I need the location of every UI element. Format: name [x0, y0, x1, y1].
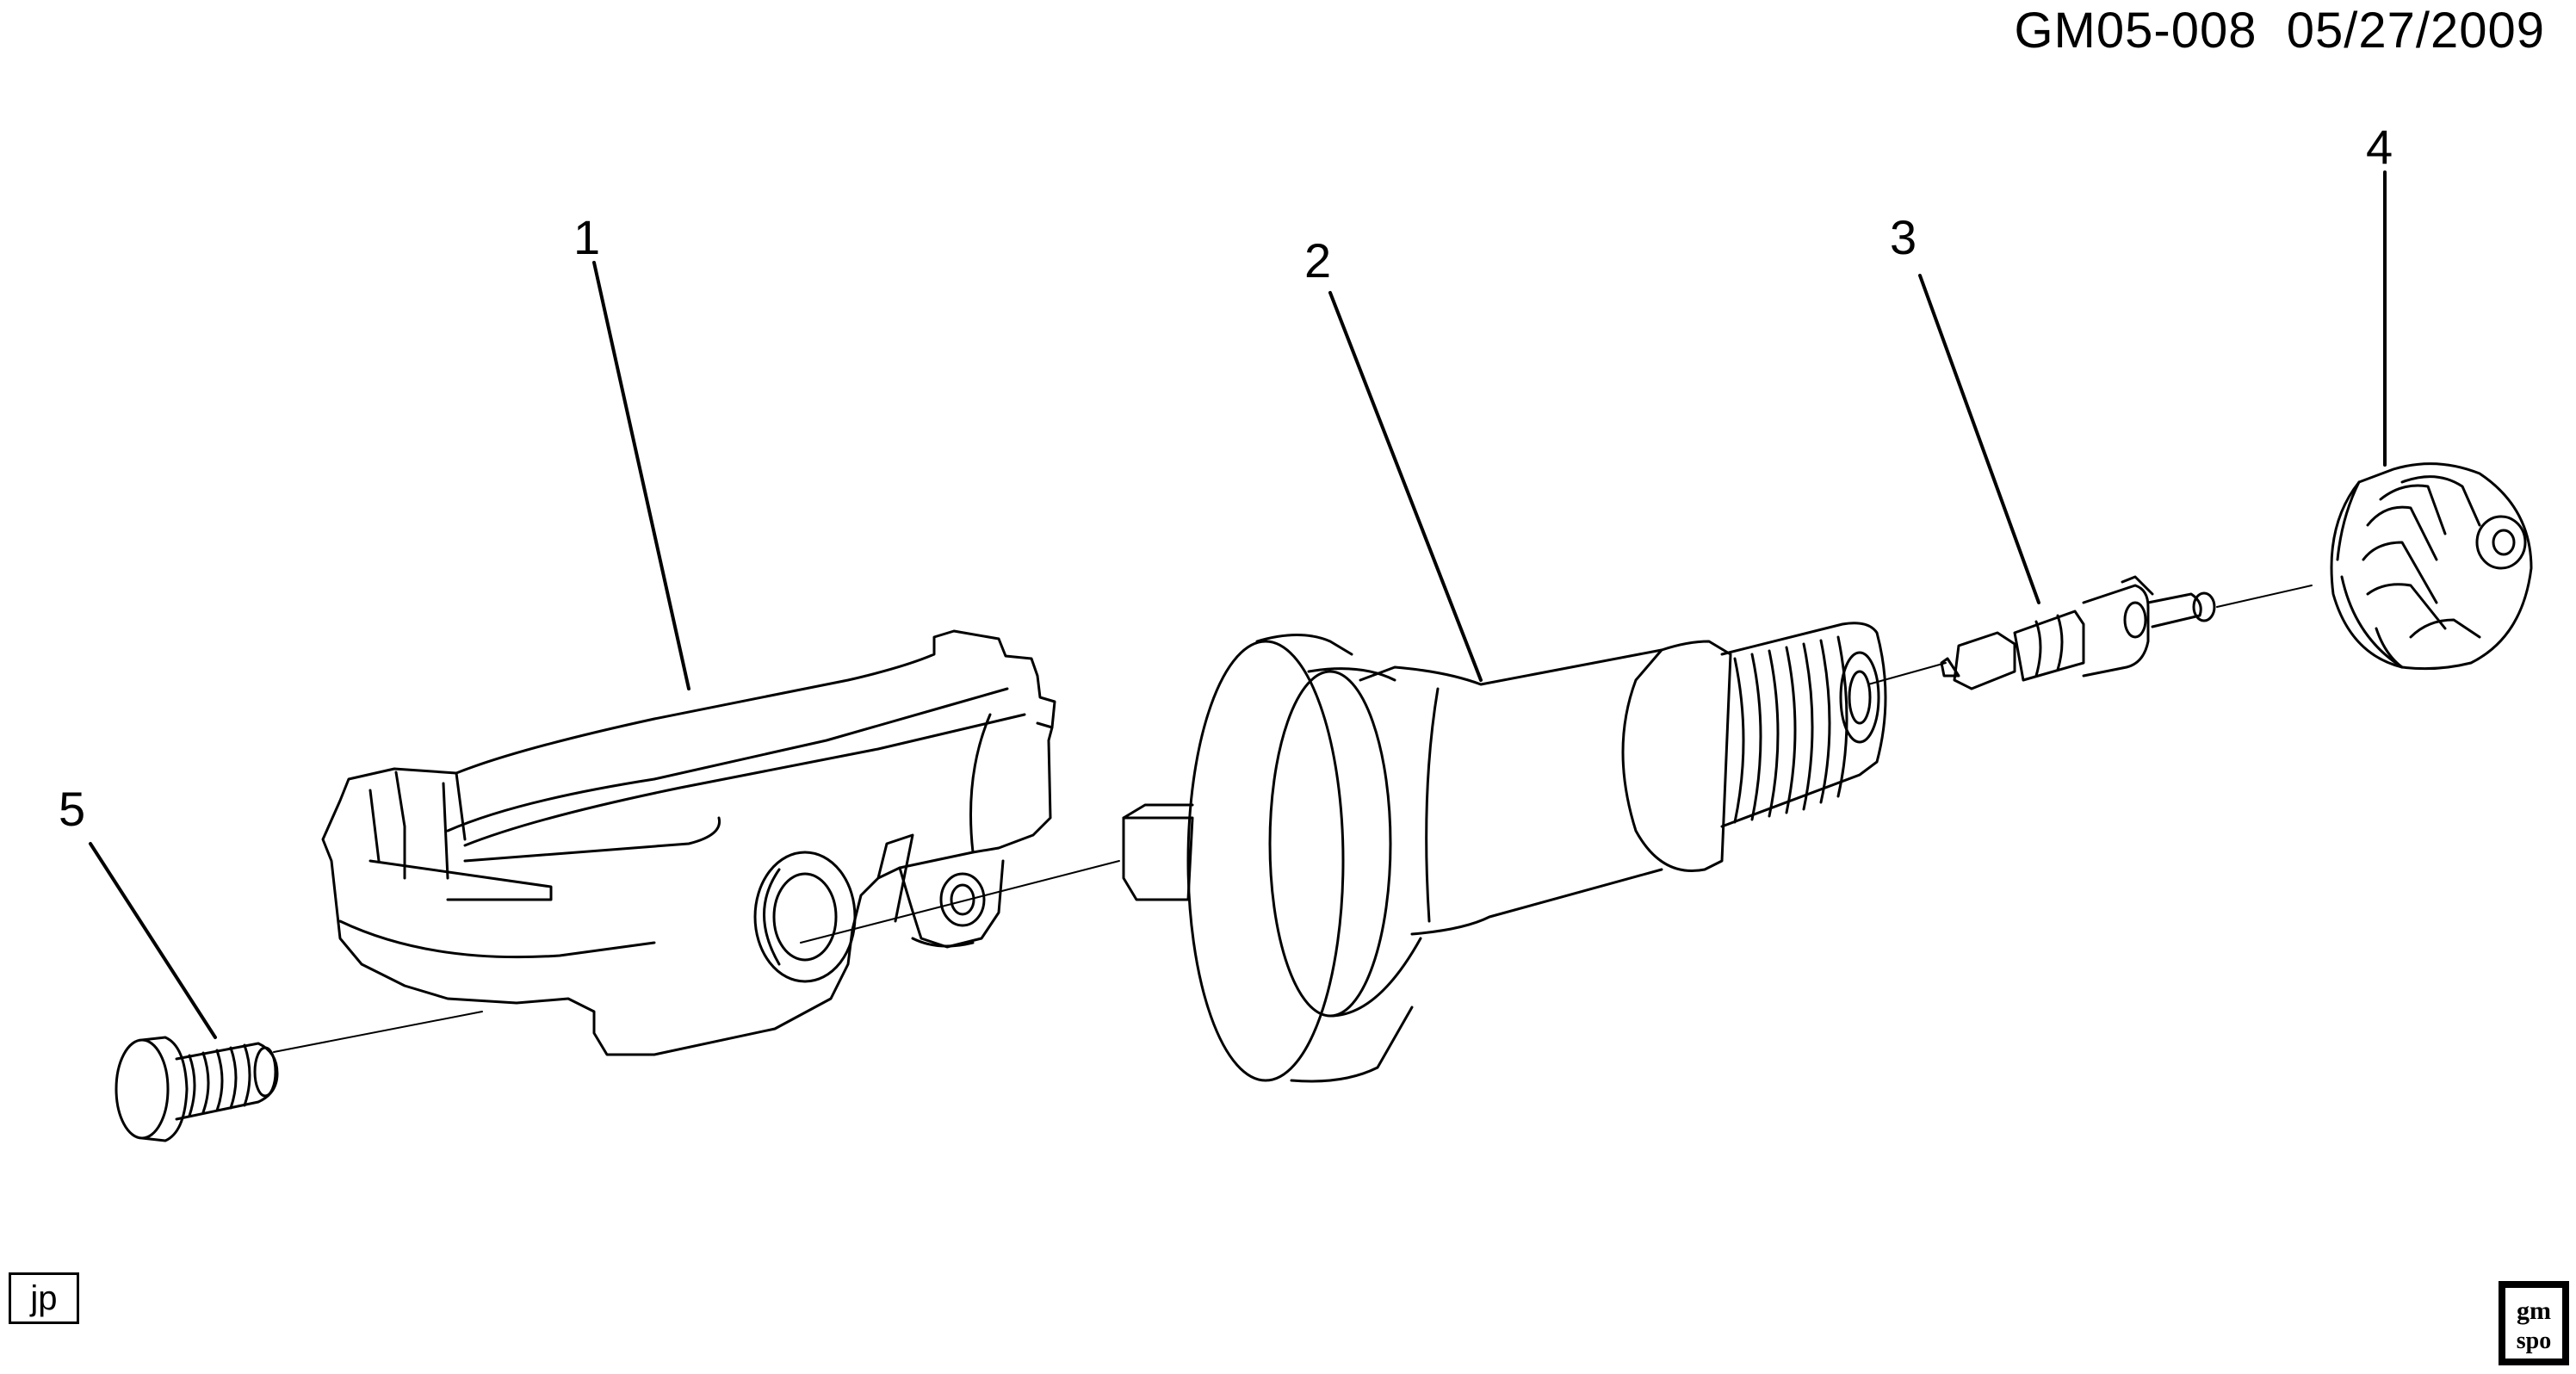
author-initials-box: jp	[9, 1272, 79, 1324]
leader-line-1	[592, 261, 690, 690]
part-3-valve-core	[1940, 575, 2216, 690]
part-4-valve-cap	[2330, 462, 2533, 671]
part-1-sensor-housing	[321, 629, 1056, 1056]
diagram-code: GM05-008	[2014, 3, 2257, 59]
axis-line-screw	[273, 1011, 483, 1053]
leader-line-5	[89, 842, 217, 1039]
svg-text:spo: spo	[2517, 1328, 2551, 1354]
svg-text:gm: gm	[2517, 1297, 2551, 1325]
diagram-date: 05/27/2009	[2286, 3, 2545, 59]
axis-line-stem-core	[1867, 662, 1947, 685]
leader-line-2	[1328, 291, 1483, 682]
callout-1: 1	[573, 210, 601, 264]
gm-spo-logo: gm spo	[2499, 1281, 2569, 1365]
axis-line-core-cap	[2216, 585, 2313, 608]
callout-4: 4	[2366, 120, 2393, 174]
callout-2: 2	[1304, 233, 1332, 288]
leader-line-3	[1918, 274, 2040, 604]
part-2-valve-stem	[1122, 622, 1887, 1083]
callout-5: 5	[59, 782, 86, 836]
callout-3: 3	[1890, 210, 1917, 264]
part-5-screw	[115, 1036, 279, 1142]
diagram-code-and-date: GM05-008 05/27/2009	[2014, 2, 2545, 59]
